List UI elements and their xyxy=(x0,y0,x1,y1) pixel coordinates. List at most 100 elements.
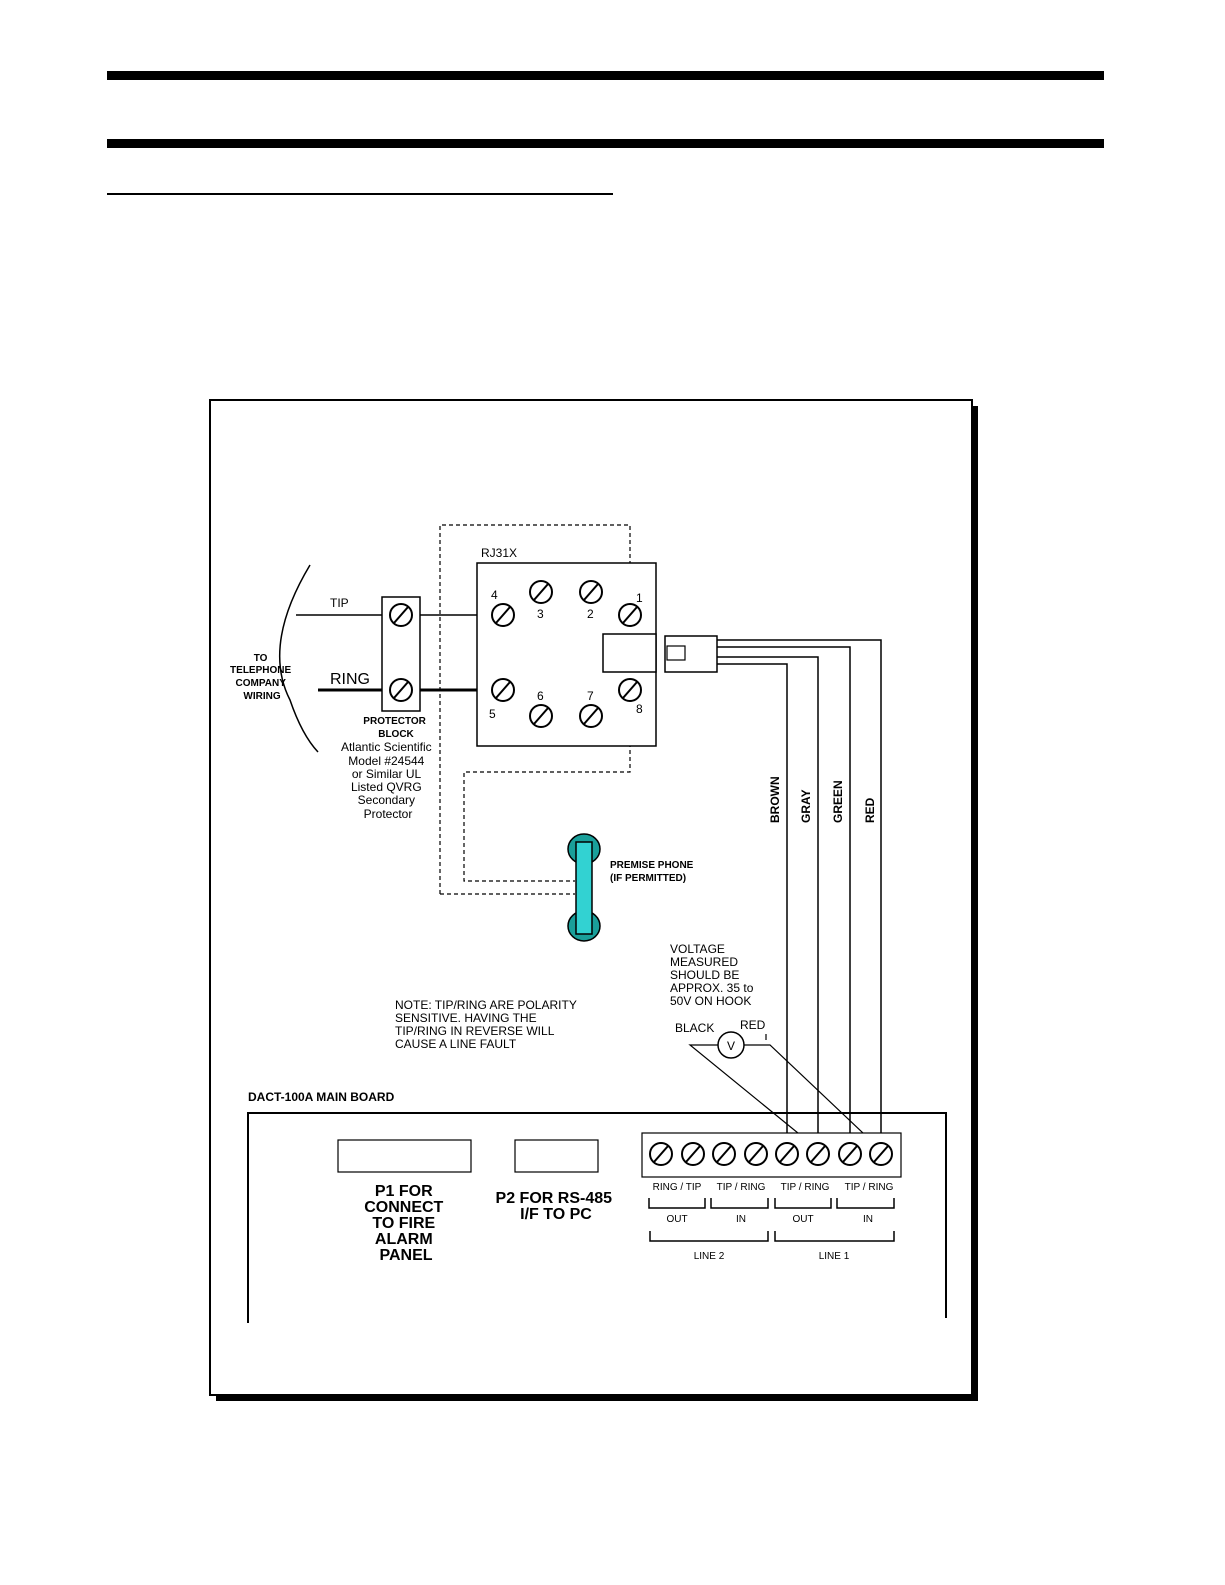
line1-label: LINE 1 xyxy=(819,1251,850,1262)
rj-screw-6 xyxy=(529,704,553,728)
polarity-line-2: SENSITIVE. HAVING THE xyxy=(395,1011,537,1025)
protector-desc-3: or Similar UL xyxy=(352,767,422,781)
meter-leads xyxy=(688,1034,883,1152)
rj31x-jack xyxy=(602,633,657,673)
protector-title-1: PROTECTOR xyxy=(363,716,426,727)
protector-desc-2: Model #24544 xyxy=(348,754,424,768)
wire-green xyxy=(717,646,851,1151)
rj-screw-7 xyxy=(579,704,603,728)
rj-terminal-7: 7 xyxy=(587,689,594,703)
polarity-note: NOTE: TIP/RING ARE POLARITY SENSITIVE. H… xyxy=(395,998,580,1051)
board-screw-3 xyxy=(712,1142,736,1166)
in-label-line1: IN xyxy=(863,1214,873,1225)
terminal-label-1: RING / TIP xyxy=(653,1182,702,1193)
protector-desc-5: Secondary xyxy=(358,793,415,807)
p1-line-1: P1 FOR xyxy=(375,1183,433,1200)
board-screw-7 xyxy=(838,1142,862,1166)
premise-phone-line-1: PREMISE PHONE xyxy=(610,860,694,871)
p1-line-4: ALARM xyxy=(375,1231,433,1248)
board-screw-2 xyxy=(681,1142,705,1166)
voltage-line-4: APPROX. 35 to xyxy=(670,981,754,995)
protector-desc-4: Listed QVRG xyxy=(351,780,422,794)
wire-label-red: RED xyxy=(863,797,877,823)
wire-red xyxy=(717,639,882,1151)
terminal-label-3: TIP / RING xyxy=(781,1182,830,1193)
rj-terminal-5: 5 xyxy=(489,707,496,721)
rj-screw-4 xyxy=(491,603,515,627)
p2-line-1: P2 FOR RS-485 xyxy=(496,1190,613,1207)
p1-line-5: PANEL xyxy=(379,1247,432,1264)
rj-terminal-4: 4 xyxy=(491,588,498,602)
premise-phone-line-2: (IF PERMITTED) xyxy=(610,873,686,884)
protector-desc-6: Protector xyxy=(364,807,413,821)
meter-black-label: BLACK xyxy=(675,1021,714,1035)
p2-line-2: I/F TO PC xyxy=(520,1206,592,1223)
cord-wires xyxy=(717,639,882,1151)
voltage-line-5: 50V ON HOOK xyxy=(670,994,751,1008)
wire-label-green: GREEN xyxy=(831,780,845,823)
p2-label: P2 FOR RS-485 I/F TO PC xyxy=(496,1190,617,1223)
board-screw-8 xyxy=(869,1142,893,1166)
meter-red-label: RED xyxy=(740,1018,766,1032)
voltage-line-3: SHOULD BE xyxy=(670,968,739,982)
protector-desc-1: Atlantic Scientific xyxy=(341,740,432,754)
voltage-line-1: VOLTAGE xyxy=(670,942,725,956)
modular-plug-tab xyxy=(666,645,686,661)
rj-terminal-6: 6 xyxy=(537,689,544,703)
polarity-line-4: CAUSE A LINE FAULT xyxy=(395,1037,517,1051)
rj-terminal-3: 3 xyxy=(537,607,544,621)
voltage-note: VOLTAGE MEASURED SHOULD BE APPROX. 35 to… xyxy=(670,942,757,1008)
board-outline xyxy=(247,1112,947,1323)
header-rule-bottom xyxy=(107,139,1104,148)
terminal-label-2: TIP / RING xyxy=(717,1182,766,1193)
wire-gray xyxy=(717,656,819,1151)
telco-line-3: COMPANY xyxy=(236,678,287,689)
board-screw-1 xyxy=(649,1142,673,1166)
premise-dashed-outer xyxy=(439,524,631,894)
rj-screw-2 xyxy=(579,580,603,604)
premise-phone-icon xyxy=(567,833,601,942)
rj-terminal-2: 2 xyxy=(587,607,594,621)
board-screw-5 xyxy=(775,1142,799,1166)
rj-terminal-8: 8 xyxy=(636,702,643,716)
polarity-line-3: TIP/RING IN REVERSE WILL xyxy=(395,1024,555,1038)
protector-title-2: BLOCK xyxy=(378,729,414,740)
wire-label-brown: BROWN xyxy=(768,776,782,823)
p2-connector xyxy=(514,1139,599,1173)
p1-line-3: TO FIRE xyxy=(372,1215,435,1232)
telco-cable-arc xyxy=(278,564,319,753)
line2-label: LINE 2 xyxy=(694,1251,725,1262)
out-label-line2: OUT xyxy=(666,1214,687,1225)
protector-screw-ring xyxy=(389,678,413,702)
rj-screw-5 xyxy=(491,678,515,702)
polarity-line-1: NOTE: TIP/RING ARE POLARITY xyxy=(395,998,577,1012)
protector-title: PROTECTOR BLOCK xyxy=(363,716,428,740)
rj-screw-3 xyxy=(529,580,553,604)
telco-line-1: TO xyxy=(254,653,268,664)
rj-screw-1 xyxy=(618,603,642,627)
telco-line-4: WIRING xyxy=(243,691,280,702)
terminal-label-4: TIP / RING xyxy=(845,1182,894,1193)
rj-terminal-1: 1 xyxy=(636,591,643,605)
protector-screw-tip xyxy=(389,603,413,627)
out-in-brackets xyxy=(648,1198,895,1242)
out-label-line1: OUT xyxy=(792,1214,813,1225)
wire-label-gray: GRAY xyxy=(799,789,813,823)
wire-brown xyxy=(717,663,788,1151)
telco-company-label: TO TELEPHONE COMPANY WIRING xyxy=(230,653,294,702)
rj31x-title: RJ31X xyxy=(481,546,517,560)
header-rule-top xyxy=(107,71,1104,80)
section-underline xyxy=(107,193,613,195)
board-screw-4 xyxy=(744,1142,768,1166)
terminal-block xyxy=(641,1132,902,1178)
board-title: DACT-100A MAIN BOARD xyxy=(248,1090,395,1104)
voltage-line-2: MEASURED xyxy=(670,955,738,969)
tip-label: TIP xyxy=(330,596,349,610)
premise-phone-label: PREMISE PHONE (IF PERMITTED) xyxy=(610,860,696,884)
rj-screw-8 xyxy=(618,678,642,702)
p1-connector xyxy=(337,1139,472,1173)
telco-line-2: TELEPHONE xyxy=(230,665,291,676)
protector-description: Atlantic Scientific Model #24544 or Simi… xyxy=(341,740,435,821)
board-screw-6 xyxy=(806,1142,830,1166)
